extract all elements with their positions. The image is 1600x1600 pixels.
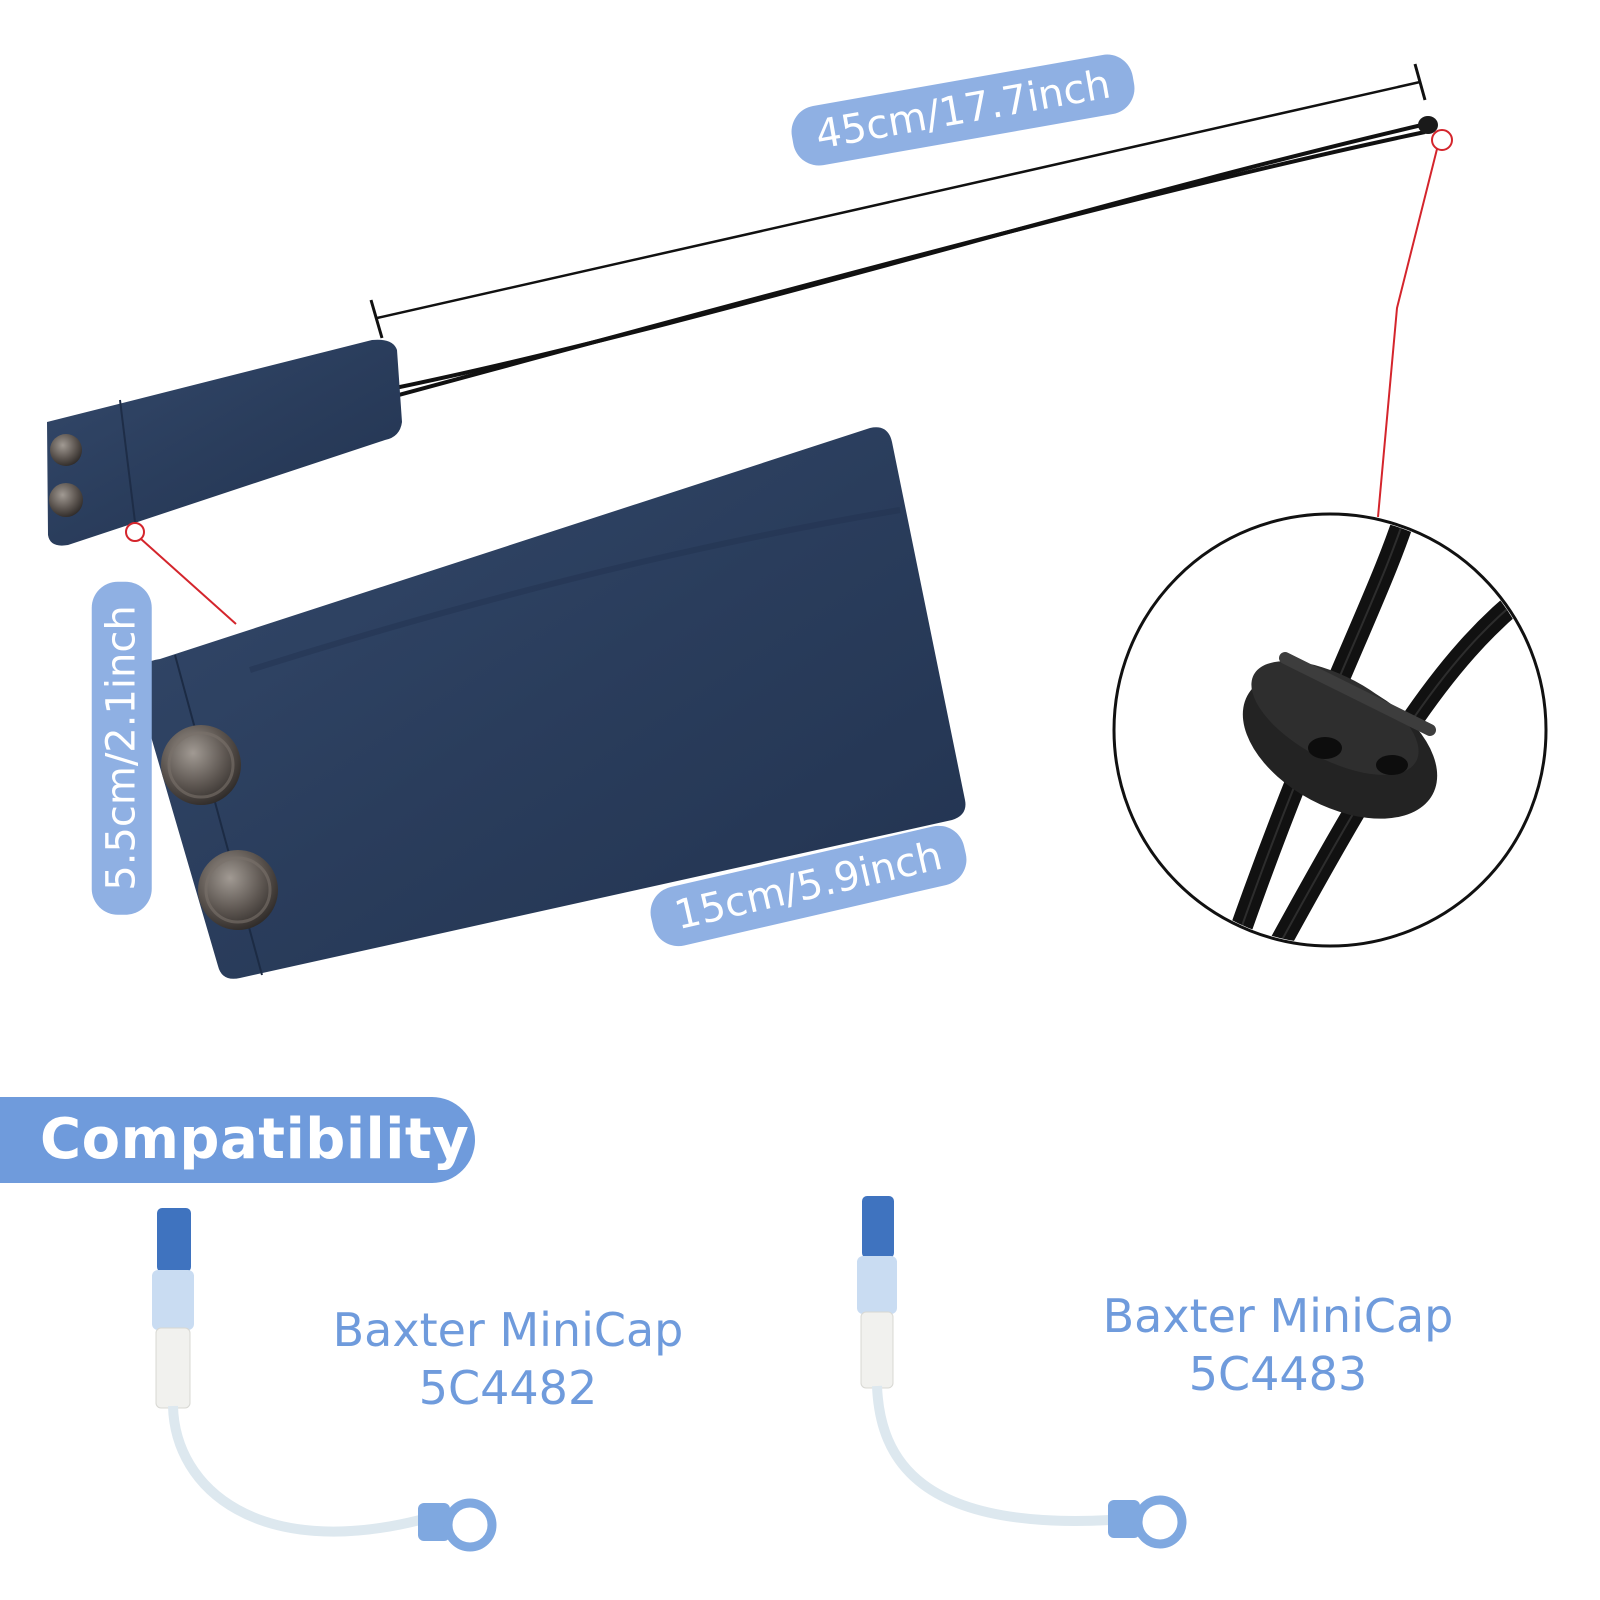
product-name: Baxter MiniCap xyxy=(332,1303,684,1357)
snap-button xyxy=(50,434,82,466)
toggle-icon xyxy=(1242,652,1438,819)
elastic-cord xyxy=(394,123,1426,398)
product-name: Baxter MiniCap xyxy=(1102,1289,1454,1343)
minicap-5c4483-image xyxy=(857,1196,1187,1549)
compatibility-banner: Compatibility xyxy=(0,1097,475,1183)
snap-button xyxy=(198,850,278,930)
product-label: Baxter MiniCap 5C4482 xyxy=(318,1301,698,1417)
minicap-5c4482-image xyxy=(152,1208,497,1552)
length-measure-line xyxy=(369,63,1427,339)
cord-lock-zoom xyxy=(1112,512,1548,948)
product-code: 5C4482 xyxy=(418,1361,598,1415)
compatibility-heading: Compatibility xyxy=(40,1107,470,1172)
small-pouch xyxy=(47,339,402,546)
cord-lock-small xyxy=(1418,116,1438,134)
height-label: 5.5cm/2.1inch xyxy=(91,581,152,915)
large-pouch xyxy=(133,427,966,979)
callout-lines xyxy=(125,129,1453,625)
product-label: Baxter MiniCap 5C4483 xyxy=(1088,1287,1468,1403)
product-code: 5C4483 xyxy=(1188,1347,1368,1401)
snap-button xyxy=(161,725,241,805)
snap-button xyxy=(49,483,83,517)
